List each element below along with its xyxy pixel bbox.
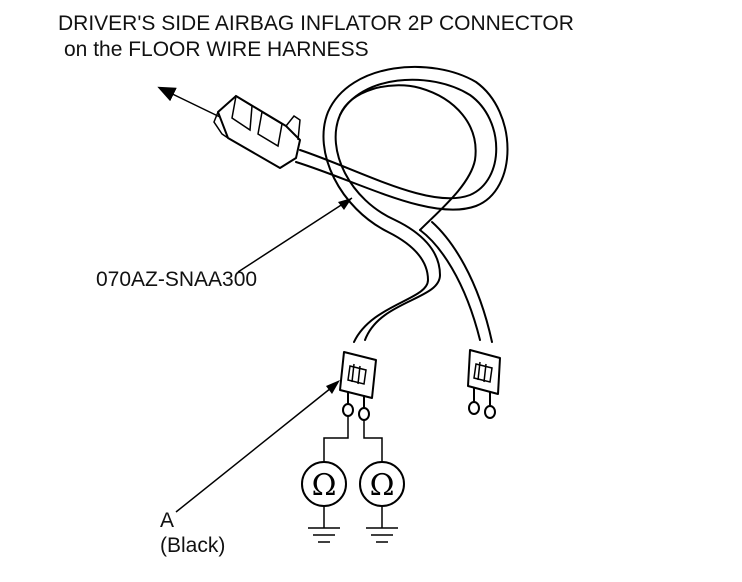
title-leader-arrow — [157, 86, 223, 119]
connector-a-arrow-icon — [326, 380, 340, 394]
connector-title-line2: on the FLOOR WIRE HARNESS — [64, 38, 369, 61]
part-number-leader — [237, 197, 353, 273]
part-number-label: 070AZ-SNAA300 — [96, 268, 258, 291]
ground-icon — [366, 527, 398, 543]
connector-a-label: A — [160, 509, 175, 532]
connector-a-leader — [175, 383, 337, 513]
harness-coil — [295, 65, 509, 343]
test-plug-a — [339, 351, 377, 421]
ground-icon — [308, 527, 340, 543]
connector-title-line1: DRIVER'S SIDE AIRBAG INFLATOR 2P CONNECT… — [58, 12, 574, 35]
ohm-symbol: Ω — [312, 468, 337, 503]
floor-harness-connector — [213, 94, 301, 169]
test-plug-b — [467, 349, 501, 419]
ohmmeter-circuit: Ω Ω — [301, 416, 405, 543]
connector-a-color-label: (Black) — [160, 534, 226, 557]
ohm-symbol: Ω — [370, 468, 395, 503]
part-number-arrow-icon — [338, 198, 352, 210]
